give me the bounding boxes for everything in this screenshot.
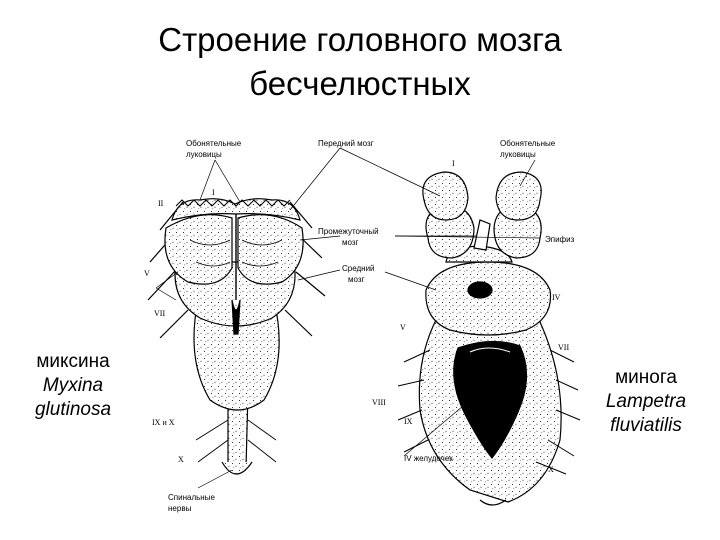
numeral-right-V: V [400,323,406,332]
numeral-right-VIII: VIII [372,398,386,407]
numeral-right-X: X [548,465,554,474]
lampetra-epiphysis [473,219,491,251]
lampetra-ventricle [453,340,528,459]
label-spinal-nerves-1: Спинальные [168,493,215,502]
numeral-right-I: I [452,159,455,168]
myxina-spinal-nerves [195,419,277,463]
numeral-right-IX: IX [404,417,413,426]
myxina-common-name: миксина [36,351,110,372]
myxina-hemisphere-left [164,214,233,285]
label-olfactory-left-1: Обонятельные [186,139,242,148]
nerve-right-1 [284,201,326,337]
numeral-right-VII: VII [558,343,569,352]
label-epiphysis: Эпифиз [545,235,575,244]
lampetra-midbrain [425,261,552,336]
slide-title-line2: бесчелюстных [249,65,471,102]
lampetra-brain [397,171,581,506]
myxina-midline [231,299,241,335]
slide-title: Строение головного мозга бесчелюстных [0,18,720,106]
lampetra-olfactory-right [495,171,542,221]
myxina-caption: миксина Myxina glutinosa [8,350,138,422]
numeral-left-X: X [178,455,184,464]
myxina-latin-species: glutinosa [34,399,112,420]
numeral-left-V: V [144,269,150,278]
label-spinal-nerves-2: нервы [168,504,192,513]
lampetra-latin-species: fluviatilis [610,415,682,436]
lampetra-midbrain-pore [467,281,493,299]
numeral-left-II: II [158,199,164,208]
label-ventricle: IV желудочек [404,454,453,463]
label-olfactory-left-2: луковицы [186,150,222,159]
lampetra-olfactory-left [422,171,469,221]
label-olfactory-right-1: Обонятельные [500,139,556,148]
slide-title-line1: Строение головного мозга [158,21,562,58]
nerve-left-1 [147,201,189,339]
numeral-left-I: I [212,188,215,197]
right-leader-lines [339,147,541,457]
myxina-medulla [193,299,280,411]
myxina-hemisphere-right [237,214,304,285]
myxina-brain [147,198,326,475]
label-forebrain: Передний мозг [318,139,374,148]
lampetra-latin-genus: Lampetra [605,391,687,412]
lampetra-common-name: минога [615,367,677,388]
label-diencephalon-1: Промежуточный [318,227,379,236]
label-midbrain-2: мозг [348,275,365,284]
label-diencephalon-2: мозг [342,238,359,247]
myxina-latin-genus: Myxina [42,375,104,396]
numeral-left-VII: VII [154,309,165,318]
label-olfactory-right-2: луковицы [500,150,536,159]
left-leader-lines [155,147,341,489]
label-midbrain-1: Средний [342,264,375,273]
numeral-left-IX-X: IX и X [152,418,175,427]
numeral-right-IV: IV [552,293,561,302]
lampetra-caption: минога Lampetra fluviatilis [580,366,712,438]
